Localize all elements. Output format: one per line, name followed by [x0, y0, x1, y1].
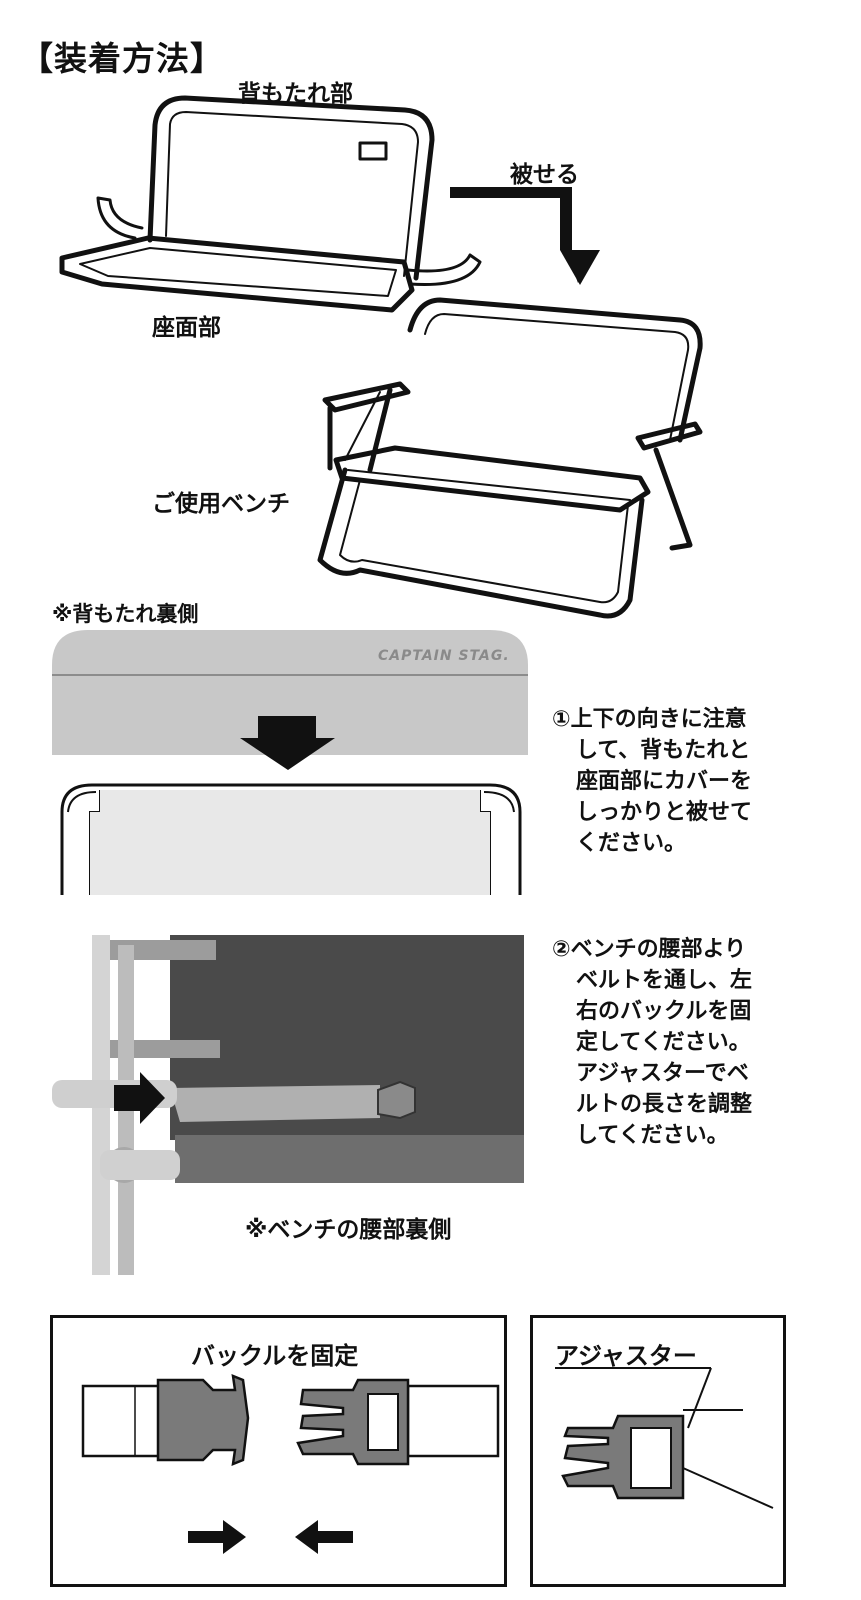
step2-line: ベルトを通し、左 [576, 968, 753, 993]
photo-caption: ※ベンチの腰部裏側 [245, 1217, 452, 1243]
step2-line: ルトの長さを調整 [576, 1092, 753, 1117]
arrow-right-icon [188, 1520, 246, 1554]
adjuster-box-title: アジャスター [555, 1342, 697, 1370]
arrow-down-icon [240, 738, 335, 770]
brand-logo-text: CAPTAIN STAG. [378, 648, 510, 664]
backrest-back-caption: ※背もたれ裏側 [52, 602, 199, 626]
step1-line: ください。 [576, 831, 687, 856]
adjuster-illustration [555, 1367, 774, 1509]
buckle-detail-box: バックルを固定 [50, 1315, 507, 1587]
seat-label: 座面部 [152, 315, 221, 341]
arrow-left-icon [295, 1520, 353, 1554]
step2-line: 定してください。 [576, 1030, 751, 1055]
buckle-illustration [81, 1374, 500, 1554]
step1-note: ①上下の向きに注意 して、背もたれと 座面部にカバーを しっかりと被せて くださ… [552, 704, 752, 859]
step1-line: しっかりと被せて [576, 800, 753, 825]
step1-line: して、背もたれと [576, 738, 751, 763]
bench-label: ご使用ベンチ [152, 491, 290, 517]
adjuster-detail-box: アジャスター [530, 1315, 786, 1587]
cover-label: 被せる [510, 162, 579, 188]
step1-line: ①上下の向きに注意 [552, 707, 747, 732]
step2-line: してください。 [576, 1123, 729, 1148]
arrow-right-icon [114, 1072, 165, 1124]
step2-line: ②ベンチの腰部より [552, 937, 747, 962]
step2-note: ②ベンチの腰部より ベルトを通し、左 右のバックルを固 定してください。 アジャ… [552, 934, 752, 1151]
step2-line: アジャスターでベ [576, 1061, 749, 1086]
page-title: 【装着方法】 [20, 39, 224, 78]
step1-line: 座面部にカバーを [576, 769, 753, 794]
step2-line: 右のバックルを固 [576, 999, 752, 1024]
buckle-box-title: バックルを固定 [191, 1342, 359, 1370]
